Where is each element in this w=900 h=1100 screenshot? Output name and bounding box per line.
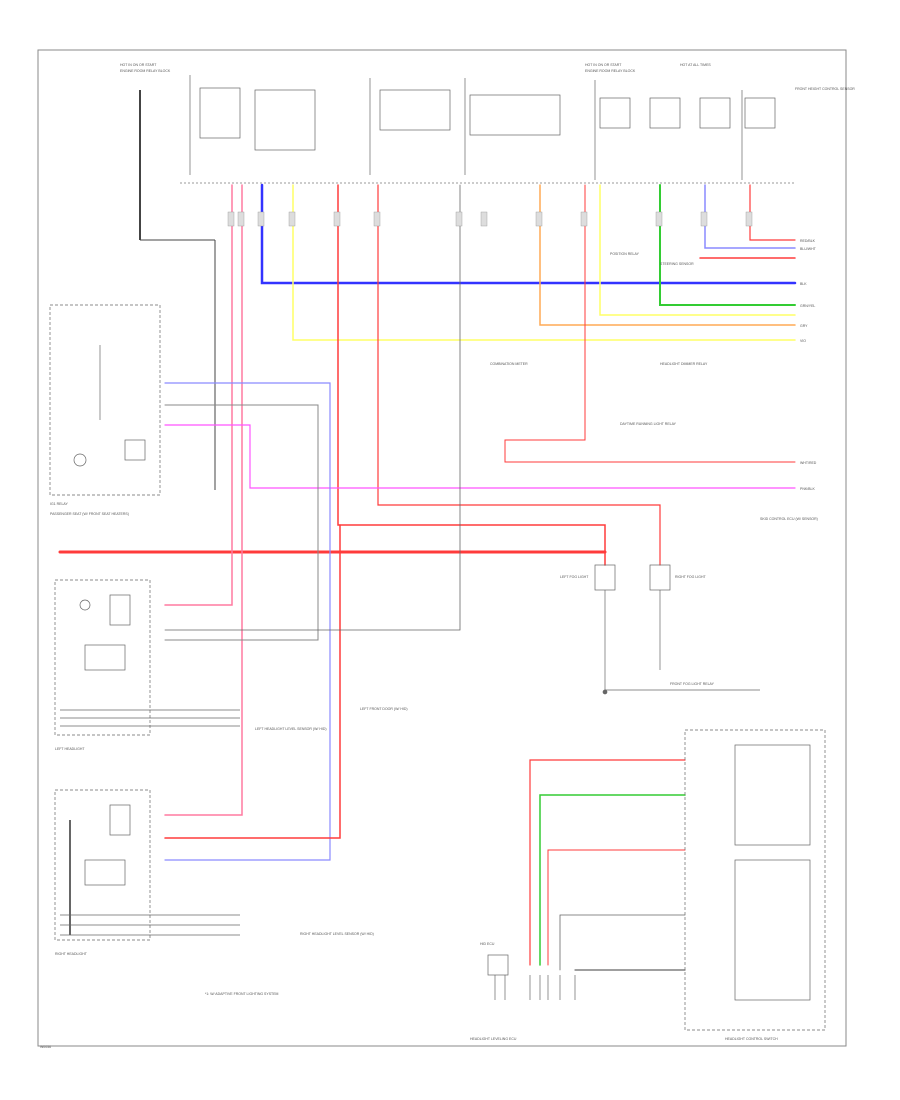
conn-tag-4: PNK/BLK: [800, 487, 815, 491]
wire-yellow-2: [599, 184, 796, 316]
conn-tag-6: BLK: [800, 282, 807, 286]
connector-tags: RED/BLK BLU/WHT GRN/YEL PNK/BLK WHT/RED …: [800, 239, 817, 491]
wire-yellow-1: [292, 184, 796, 341]
headlight-leveling-connector: [487, 954, 576, 1000]
wire-gray-middle: [164, 184, 461, 631]
label-headlight-leveling: HEADLIGHT LEVELING ECU: [470, 1037, 517, 1041]
label-right-headlight: RIGHT HEADLIGHT: [55, 952, 88, 956]
wire-red-mid: [337, 184, 606, 566]
wire-gray-1: [164, 404, 319, 641]
label-front-sensor: FRONT HEIGHT CONTROL SENSOR: [795, 87, 855, 91]
wire-green-top: [659, 184, 796, 306]
wires: [58, 183, 797, 971]
top-label-relay-right: ENGINE ROOM RELAY BLOCK: [585, 69, 636, 73]
label-steering-sensor: STEERING SENSOR: [660, 262, 694, 266]
wire-pink-2: [164, 184, 243, 816]
fog-light-components: [594, 564, 760, 695]
label-ig1-relay: IG1 RELAY: [50, 502, 68, 506]
top-label-relay-left: ENGINE ROOM RELAY BLOCK: [120, 69, 171, 73]
wire-red-br-1: [529, 759, 686, 966]
wire-pink-1: [164, 184, 233, 606]
passenger-seat-component: [49, 304, 161, 496]
conn-tag-7: GRY: [800, 324, 808, 328]
label-position-relay: POSITION RELAY: [610, 252, 640, 256]
diagram-frame: [37, 49, 847, 1047]
top-label-hot-all: HOT AT ALL TIMES: [680, 63, 711, 67]
label-combination-meter: COMBINATION METER: [490, 362, 528, 366]
label-right-level-sensor: RIGHT HEADLIGHT LEVEL SENSOR (W/ HID): [300, 932, 374, 936]
label-hid-ecu: HID ECU: [480, 942, 495, 946]
wire-red-bottom: [164, 524, 341, 839]
wire-orange: [539, 184, 796, 326]
wire-red-br-2: [547, 849, 686, 966]
wire-green-br: [539, 794, 686, 966]
right-headlight-component: [54, 789, 240, 941]
conn-tag-3: GRN/YEL: [800, 304, 815, 308]
headlight-control-switch-box: [684, 729, 826, 1031]
wire-red-skid: [504, 184, 796, 463]
label-headlight-control: HEADLIGHT CONTROL SWITCH: [725, 1037, 778, 1041]
wire-blue-main: [260, 183, 797, 285]
label-left-fog: LEFT FOG LIGHT: [560, 575, 589, 579]
top-components: [139, 75, 776, 490]
left-headlight-component: [54, 579, 240, 736]
wire-magenta: [164, 424, 796, 489]
conn-tag-5: WHT/RED: [800, 461, 817, 465]
wire-lightblue-left: [164, 382, 331, 861]
top-label-hot-right: HOT IN ON OR START: [585, 63, 622, 67]
label-left-headlight: LEFT HEADLIGHT: [55, 747, 85, 751]
label-front-fog-relay: FRONT FOG LIGHT RELAY: [670, 682, 715, 686]
conn-tag-8: VIO: [800, 339, 806, 343]
top-label-hot-left: HOT IN ON OR START: [120, 63, 157, 67]
footnote: *1: W/ ADAPTIVE FRONT LIGHTING SYSTEM: [205, 992, 279, 996]
wire-tags: [227, 211, 753, 227]
wire-red-right-top: [749, 184, 796, 241]
footer-code: W0056: [40, 1045, 51, 1049]
label-left-front-door: LEFT FRONT DOOR (W/ HID): [360, 707, 408, 711]
wire-red-mid2: [377, 184, 661, 566]
label-skid-control: SKID CONTROL ECU (W/ SENSOR): [760, 517, 818, 521]
wire-gray-br-2: [559, 914, 686, 971]
conn-tag-2: BLU/WHT: [800, 247, 817, 251]
label-daytime-running: DAYTIME RUNNING LIGHT RELAY: [620, 422, 677, 426]
label-left-level-sensor: LEFT HEADLIGHT LEVEL SENSOR (W/ HID): [255, 727, 327, 731]
label-passenger-seat: PASSENGER SEAT (W/ FRONT SEAT HEATERS): [50, 512, 129, 516]
label-dimmer-relay: HEADLIGHT DIMMER RELAY: [660, 362, 708, 366]
label-right-fog: RIGHT FOG LIGHT: [675, 575, 707, 579]
conn-tag-1: RED/BLK: [800, 239, 816, 243]
wire-lightblue-right: [704, 184, 796, 249]
